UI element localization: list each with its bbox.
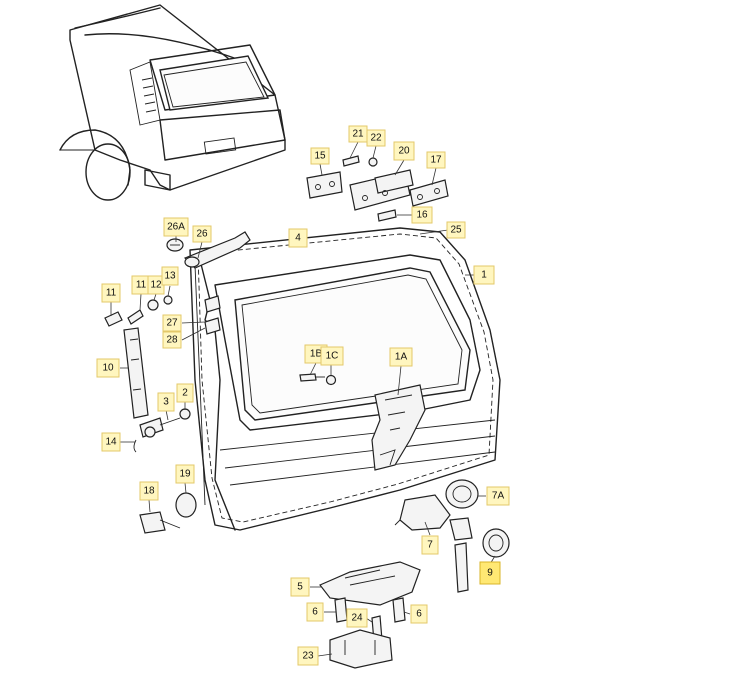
callout-label: 19 <box>175 464 195 484</box>
svg-text:24: 24 <box>351 613 363 624</box>
svg-text:16: 16 <box>416 210 428 221</box>
callout-label: 22 <box>366 129 386 147</box>
callout-label: 7A <box>486 486 510 506</box>
callout-label: 26A <box>163 217 189 237</box>
seal-strip-26 <box>166 231 251 269</box>
callout-label: 7 <box>421 535 439 555</box>
callout-label: 27 <box>162 314 182 332</box>
callout-label: 15 <box>310 147 330 165</box>
svg-text:4: 4 <box>295 233 301 244</box>
svg-text:27: 27 <box>166 318 178 329</box>
callout-label: 25 <box>446 221 466 239</box>
svg-text:21: 21 <box>352 129 364 140</box>
leader-lines <box>110 141 496 657</box>
svg-text:15: 15 <box>314 151 326 162</box>
callout-label: 21 <box>348 125 368 143</box>
callout-label-highlighted: 9 <box>479 561 501 585</box>
gas-strut-assembly <box>104 295 221 534</box>
svg-text:1C: 1C <box>326 351 339 362</box>
hinge-assembly <box>306 155 449 222</box>
latch-assembly <box>319 561 421 669</box>
svg-text:22: 22 <box>370 133 382 144</box>
callout-label: 17 <box>426 151 446 169</box>
lock-cylinder-assembly <box>394 479 510 593</box>
callout-label: 18 <box>139 481 159 501</box>
callout-label: 20 <box>393 141 415 161</box>
tailgate <box>189 227 501 531</box>
callout-label: 26 <box>192 225 212 243</box>
svg-text:25: 25 <box>450 225 462 236</box>
svg-text:1B: 1B <box>310 349 323 360</box>
callout-label: 11 <box>101 283 121 303</box>
svg-text:17: 17 <box>430 155 442 166</box>
callout-label: 1 <box>473 265 495 285</box>
svg-text:13: 13 <box>164 271 176 282</box>
callout-label: 1A <box>389 347 413 367</box>
svg-text:10: 10 <box>102 363 114 374</box>
svg-text:3: 3 <box>163 397 169 408</box>
callout-label: 16 <box>411 206 433 224</box>
handle-1a <box>371 384 426 471</box>
callout-label: 1C <box>320 346 344 366</box>
callout-label: 5 <box>290 577 310 597</box>
callout-label: 3 <box>157 392 175 412</box>
svg-text:1A: 1A <box>395 352 408 363</box>
svg-text:18: 18 <box>143 486 155 497</box>
van-illustration <box>59 4 286 201</box>
svg-text:19: 19 <box>179 469 191 480</box>
svg-text:14: 14 <box>105 437 117 448</box>
svg-text:20: 20 <box>398 146 410 157</box>
svg-text:7A: 7A <box>492 491 505 502</box>
svg-text:28: 28 <box>166 335 178 346</box>
callout-label: 24 <box>346 608 368 628</box>
svg-text:5: 5 <box>297 582 303 593</box>
svg-text:2: 2 <box>182 388 188 399</box>
svg-text:23: 23 <box>302 651 314 662</box>
callout-label: 4 <box>288 228 308 248</box>
callout-label: 13 <box>161 266 179 286</box>
callout-label: 11 <box>131 275 151 295</box>
callout-label: 2 <box>176 383 194 403</box>
svg-text:11: 11 <box>106 288 117 299</box>
callout-label: 6 <box>410 604 428 624</box>
svg-text:1: 1 <box>481 270 487 281</box>
svg-text:11: 11 <box>136 280 147 291</box>
callout-label: 6 <box>306 602 324 622</box>
svg-text:9: 9 <box>487 568 493 579</box>
svg-text:26A: 26A <box>167 222 185 233</box>
svg-text:12: 12 <box>150 280 162 291</box>
callout-label: 28 <box>162 331 182 349</box>
svg-text:26: 26 <box>196 229 208 240</box>
svg-text:7: 7 <box>427 540 433 551</box>
callout-label: 23 <box>297 646 319 666</box>
svg-text:6: 6 <box>312 607 318 618</box>
svg-text:6: 6 <box>416 609 422 620</box>
callout-label: 14 <box>101 432 121 452</box>
callout-label: 10 <box>96 358 120 378</box>
